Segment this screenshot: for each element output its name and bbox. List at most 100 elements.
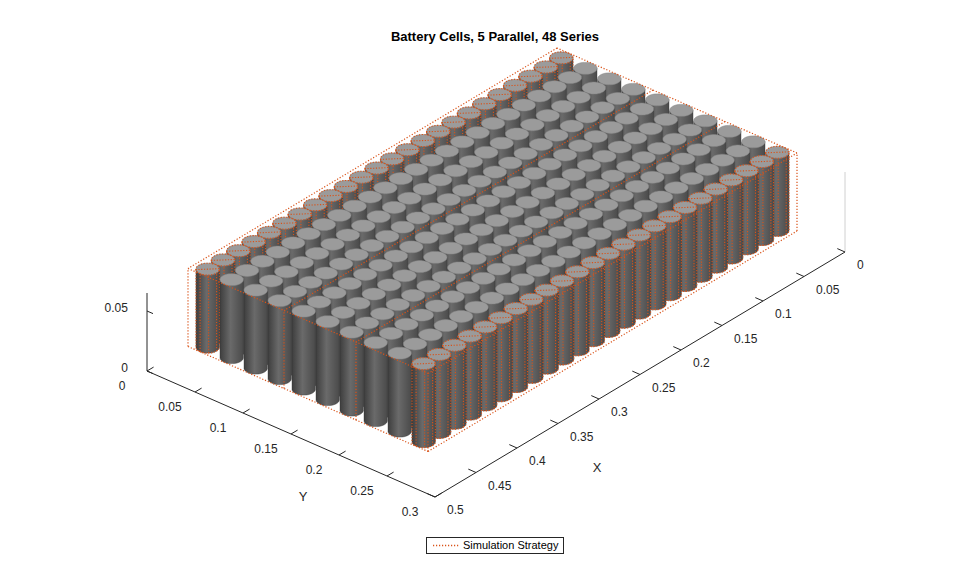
tick-label: 0.3: [402, 505, 419, 519]
strategy-cell-line: [455, 351, 456, 429]
cell-top: [480, 292, 503, 304]
tick-label: 0.05: [158, 400, 181, 414]
cell-body: [412, 363, 435, 447]
strategy-cell-line: [578, 278, 579, 356]
tick-mark: [632, 371, 640, 374]
cell-top: [424, 251, 447, 263]
cell-top: [511, 274, 534, 286]
strategy-cell-line: [570, 285, 571, 363]
strategy-cell-line: [509, 322, 510, 400]
strategy-cell-line: [624, 250, 625, 328]
strategy-cell-line: [786, 156, 787, 234]
cell-top: [742, 136, 765, 148]
cell-top: [591, 102, 614, 114]
cell-top: [516, 196, 539, 208]
cell-top: [328, 209, 351, 221]
tick-mark: [591, 396, 599, 399]
strategy-edge: [428, 153, 797, 374]
cell-top: [606, 93, 629, 105]
strategy-cell-line: [747, 177, 748, 255]
tick-label: 0.35: [570, 430, 593, 444]
cell-top: [696, 163, 719, 175]
cell-top: [321, 238, 344, 250]
cell-top: [483, 166, 506, 178]
cell-top: [417, 280, 440, 292]
strategy-cell-outline: [196, 269, 219, 353]
tick-label: 0: [121, 361, 128, 375]
cell-top: [496, 283, 519, 295]
strategy-cell-top: [550, 52, 573, 64]
strategy-cell-top: [427, 125, 450, 137]
strategy-cell-line: [562, 287, 563, 365]
legend-box: Simulation Strategy: [426, 537, 564, 554]
cell-top: [463, 253, 486, 265]
cell-top: [525, 216, 548, 228]
cell-top: [306, 247, 329, 259]
strategy-cell-line: [632, 248, 633, 326]
tick-label: 0.25: [652, 381, 675, 395]
cell-top: [600, 121, 623, 133]
cell-top: [441, 291, 464, 303]
strategy-cell-line: [432, 368, 433, 446]
tick-mark: [755, 298, 763, 301]
tick-label: 0.5: [447, 503, 464, 517]
tick-mark: [147, 311, 153, 314]
tick-mark: [435, 493, 442, 497]
cell-top: [244, 284, 267, 296]
cell-top: [595, 199, 618, 211]
legend-line-sample: [431, 538, 461, 553]
cell-top: [558, 72, 581, 84]
strategy-cell-top: [643, 220, 666, 232]
strategy-cell-line: [208, 275, 209, 353]
cell-top: [367, 211, 390, 223]
cell-top: [330, 258, 353, 270]
cell-top: [630, 103, 653, 115]
cell-top: [571, 188, 594, 200]
strategy-cell-line: [439, 361, 440, 439]
cell-body: [340, 332, 363, 416]
tick-label: 0.2: [306, 463, 323, 477]
tick-label: 0.05: [816, 283, 839, 297]
cell-top: [552, 100, 575, 112]
strategy-cell-outline: [412, 363, 435, 447]
cell-top: [316, 316, 339, 328]
cell-top: [466, 127, 489, 139]
strategy-cell-line: [732, 186, 733, 264]
strategy-cell-top: [750, 156, 773, 168]
cell-top: [687, 144, 710, 156]
cell-top: [402, 289, 425, 301]
cell-top: [634, 200, 657, 212]
cell-top: [477, 195, 500, 207]
cell-top: [639, 123, 662, 135]
strategy-cell-top: [288, 208, 311, 220]
tick-label: 0.15: [734, 332, 757, 346]
tick-label: 0.25: [350, 484, 373, 498]
cell-top: [711, 154, 734, 166]
strategy-cell-line: [601, 267, 602, 345]
strategy-cell-line: [701, 204, 702, 282]
tick-mark: [837, 249, 845, 252]
cell-top: [415, 232, 438, 244]
cell-top: [472, 272, 495, 284]
cell-top: [573, 237, 596, 249]
strategy-cell-line: [709, 202, 710, 280]
tick-label: 0: [119, 379, 126, 393]
tick-label: 0.15: [254, 442, 277, 456]
cell-top: [490, 137, 513, 149]
cell-top: [376, 230, 399, 242]
cell-top: [426, 300, 449, 312]
cell-top: [523, 167, 546, 179]
strategy-divider: [283, 311, 284, 389]
z-axis-line: [147, 293, 148, 371]
cell-body: [292, 311, 315, 395]
cell-top: [400, 241, 423, 253]
cell-body: [268, 300, 291, 384]
cell-top: [345, 249, 368, 261]
cell-body: [196, 269, 219, 353]
cell-top: [408, 261, 431, 273]
cell-top: [405, 163, 428, 175]
tick-mark: [243, 409, 250, 413]
cell-top: [391, 221, 414, 233]
cell-top: [507, 177, 530, 189]
